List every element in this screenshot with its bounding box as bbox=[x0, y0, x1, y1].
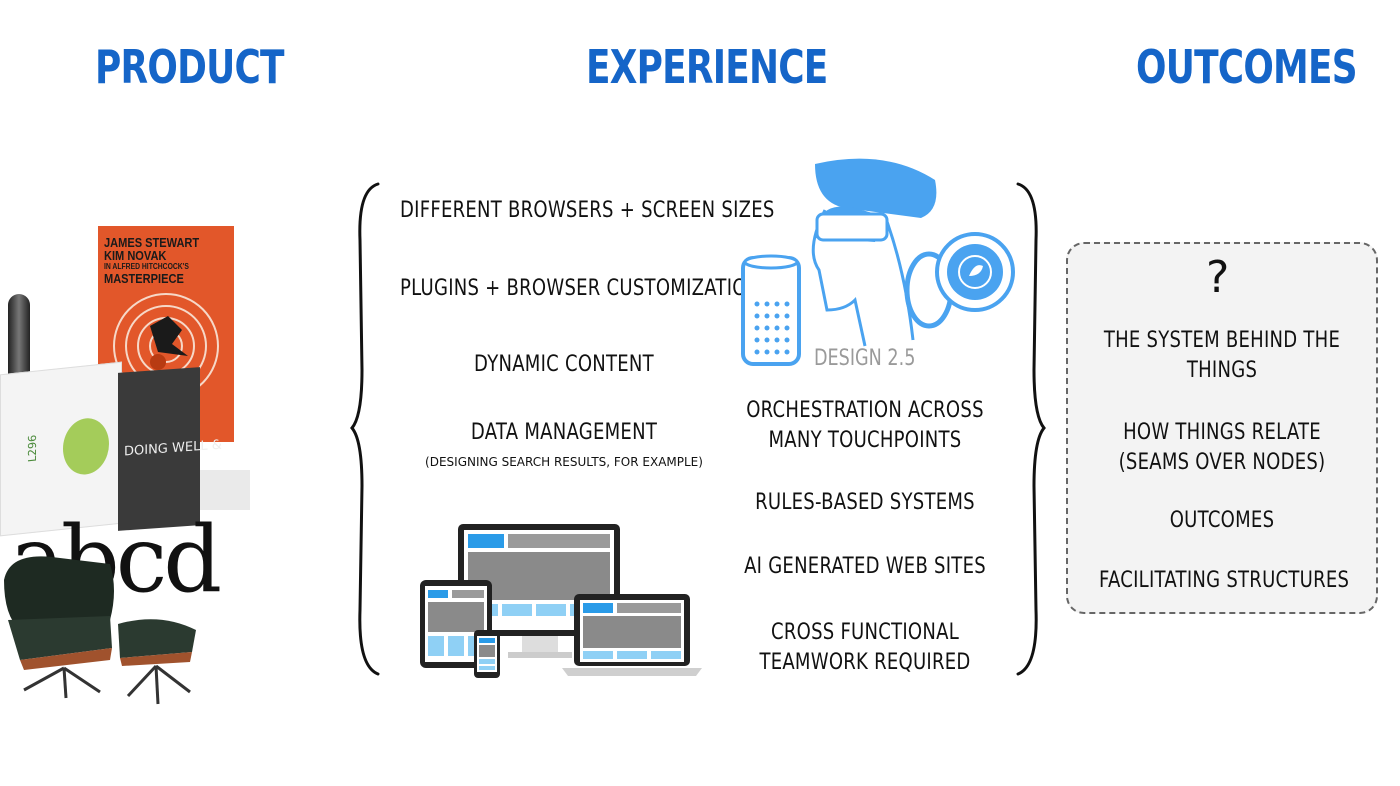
heading-outcomes: OUTCOMES bbox=[1136, 40, 1358, 94]
book-title: DOING WELL & bbox=[124, 437, 222, 460]
heading-product: PRODUCT bbox=[95, 40, 284, 94]
outcome-item-outcomes: OUTCOMES bbox=[1169, 508, 1275, 533]
poster-line-4: MASTERPIECE bbox=[104, 271, 184, 286]
poster-spiral-graphic bbox=[113, 293, 219, 399]
experience-item-cross-functional: CROSS FUNCTIONAL TEAMWORK REQUIRED bbox=[742, 618, 988, 678]
product-collage: JAMES STEWART KIM NOVAK IN ALFRED HITCHC… bbox=[0, 220, 320, 720]
poster-line-1: JAMES STEWART bbox=[104, 235, 200, 250]
responsive-devices-image bbox=[420, 524, 702, 678]
experience-item-browsers: DIFFERENT BROWSERS + SCREEN SIZES bbox=[400, 198, 775, 223]
outcomes-question-mark: ? bbox=[1206, 252, 1230, 303]
design-2-5-illustration bbox=[741, 158, 1015, 366]
poster-line-2: KIM NOVAK bbox=[104, 248, 167, 263]
experience-item-data-management: DATA MANAGEMENT bbox=[470, 420, 658, 445]
outcome-item-system-line-1: THE SYSTEM BEHIND THE bbox=[1103, 328, 1341, 353]
outcome-item-relations-line-1: HOW THINGS RELATE bbox=[1123, 420, 1321, 445]
experience-item-cross-functional-line-2: TEAMWORK REQUIRED bbox=[759, 650, 971, 675]
outcome-item-system-line-2: THINGS bbox=[1186, 358, 1258, 383]
outcomes-box bbox=[1066, 242, 1378, 614]
experience-item-dynamic-content: DYNAMIC CONTENT bbox=[474, 352, 654, 377]
book-number: L296 bbox=[26, 434, 40, 463]
design-label: DESIGN 2.5 bbox=[814, 346, 916, 371]
lounge-chair-image bbox=[4, 556, 196, 705]
outcome-item-facilitating: FACILITATING STRUCTURES bbox=[1099, 568, 1350, 593]
experience-item-rules-based: RULES-BASED SYSTEMS bbox=[755, 490, 975, 515]
book-green-circle bbox=[63, 415, 109, 477]
outcome-item-system: THE SYSTEM BEHIND THE THINGS bbox=[1099, 326, 1345, 386]
outcome-item-relations-line-2: (SEAMS OVER NODES) bbox=[1118, 450, 1326, 475]
experience-item-ai-generated: AI GENERATED WEB SITES bbox=[744, 554, 986, 579]
experience-item-data-management-sub: (DESIGNING SEARCH RESULTS, FOR EXAMPLE) bbox=[425, 455, 703, 469]
experience-item-orchestration-line-1: ORCHESTRATION ACROSS bbox=[746, 398, 984, 423]
left-brace bbox=[350, 182, 380, 676]
heading-experience: EXPERIENCE bbox=[586, 40, 828, 94]
right-brace bbox=[1016, 182, 1046, 676]
experience-item-cross-functional-line-1: CROSS FUNCTIONAL bbox=[770, 620, 960, 645]
experience-item-orchestration: ORCHESTRATION ACROSS MANY TOUCHPOINTS bbox=[742, 396, 988, 456]
poster-line-3: IN ALFRED HITCHCOCK'S bbox=[104, 262, 189, 271]
outcome-item-relations: HOW THINGS RELATE (SEAMS OVER NODES) bbox=[1099, 418, 1345, 478]
experience-item-orchestration-line-2: MANY TOUCHPOINTS bbox=[768, 428, 962, 453]
experience-item-plugins: PLUGINS + BROWSER CUSTOMIZATION bbox=[400, 276, 761, 301]
